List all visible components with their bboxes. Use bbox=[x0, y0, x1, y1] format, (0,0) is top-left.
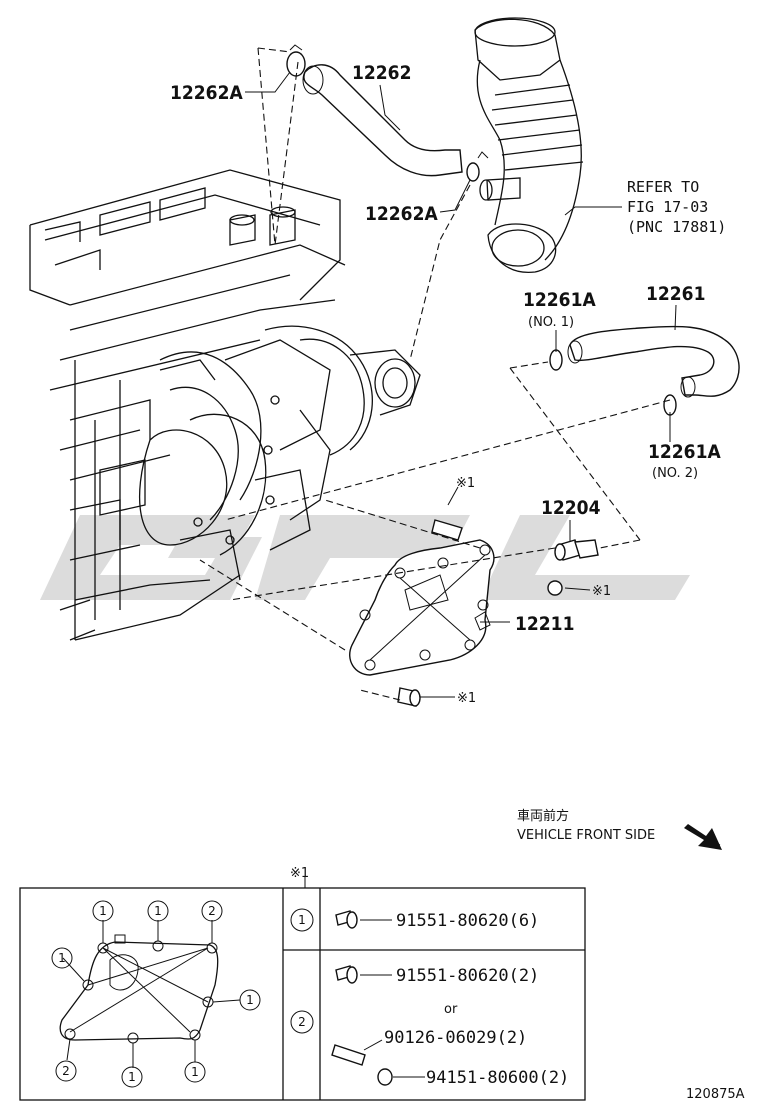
label-12261a-no2: 12261A bbox=[648, 441, 721, 463]
clip-12262a-top bbox=[286, 44, 306, 77]
label-12262a-mid: 12262A bbox=[365, 203, 438, 225]
label-12262: 12262 bbox=[352, 62, 411, 84]
bolt-icon bbox=[335, 965, 358, 984]
assembly-dashed-lines bbox=[199, 47, 671, 701]
legend-plate-diagram: 1 1 2 1 1 2 1 1 bbox=[51, 900, 261, 1088]
table-row2-or: or bbox=[444, 1002, 458, 1017]
label-12261: 12261 bbox=[646, 283, 705, 305]
nut-icon bbox=[377, 1068, 393, 1086]
legend-circle-label: 1 bbox=[58, 951, 66, 965]
legend-circle-label: 2 bbox=[208, 904, 216, 918]
refer-line-1: REFER TO bbox=[627, 178, 699, 196]
air-intake-hose bbox=[474, 17, 584, 273]
direction-english: VEHICLE FRONT SIDE bbox=[517, 828, 655, 843]
label-no2: (NO. 2) bbox=[652, 466, 698, 481]
label-12261a-no1: 12261A bbox=[523, 289, 596, 311]
table-row1-item: 91551-80620(6) bbox=[396, 911, 539, 931]
label-no1: (NO. 1) bbox=[528, 315, 574, 330]
direction-arrow-icon bbox=[684, 824, 722, 850]
hose-12261 bbox=[567, 325, 740, 398]
refer-line-2: FIG 17-03 bbox=[627, 198, 708, 216]
legend-circle-label: 1 bbox=[246, 993, 254, 1007]
stud-mark-1 bbox=[431, 519, 463, 541]
hose-12262 bbox=[302, 64, 463, 177]
engine-block-illustration bbox=[29, 169, 421, 641]
table-key-1: 1 bbox=[298, 913, 306, 927]
table-leaders bbox=[360, 919, 425, 1078]
fastener-table: ※1 1 2 91551-80620(6) 91551-80620(2) or … bbox=[19, 866, 586, 1101]
legend-circle-label: 1 bbox=[154, 904, 162, 918]
table-row2-item1: 91551-80620(2) bbox=[396, 966, 539, 986]
legend-circle-label: 2 bbox=[62, 1064, 70, 1078]
clip-12262a-mid bbox=[466, 151, 489, 182]
clip-12261a-no1 bbox=[549, 349, 563, 371]
stud-icon bbox=[331, 1044, 366, 1066]
label-12262a-top: 12262A bbox=[170, 82, 243, 104]
table-header-mark: ※1 bbox=[290, 866, 309, 881]
mark-bolt: ※1 bbox=[457, 691, 476, 706]
figure-id: 120875A bbox=[686, 1087, 745, 1102]
nut-mark-1 bbox=[547, 580, 563, 596]
legend-circle-label: 1 bbox=[99, 904, 107, 918]
mark-nut: ※1 bbox=[592, 584, 611, 599]
legend-circle-label: 1 bbox=[128, 1070, 136, 1084]
table-row2-item2: 90126-06029(2) bbox=[384, 1028, 527, 1048]
part-12204 bbox=[554, 539, 599, 561]
table-row2-item3: 94151-80600(2) bbox=[426, 1068, 569, 1088]
legend-circle-label: 1 bbox=[191, 1065, 199, 1079]
refer-line-3: (PNC 17881) bbox=[627, 218, 726, 236]
bolt-icon bbox=[335, 910, 358, 929]
label-12211: 12211 bbox=[515, 613, 574, 635]
direction-japanese: 車両前方 bbox=[517, 808, 569, 824]
part-12211-plate bbox=[349, 539, 495, 676]
table-key-2: 2 bbox=[298, 1015, 306, 1029]
bolt-mark-1 bbox=[397, 687, 421, 707]
mark-stud: ※1 bbox=[456, 476, 475, 491]
label-12204: 12204 bbox=[541, 497, 601, 519]
